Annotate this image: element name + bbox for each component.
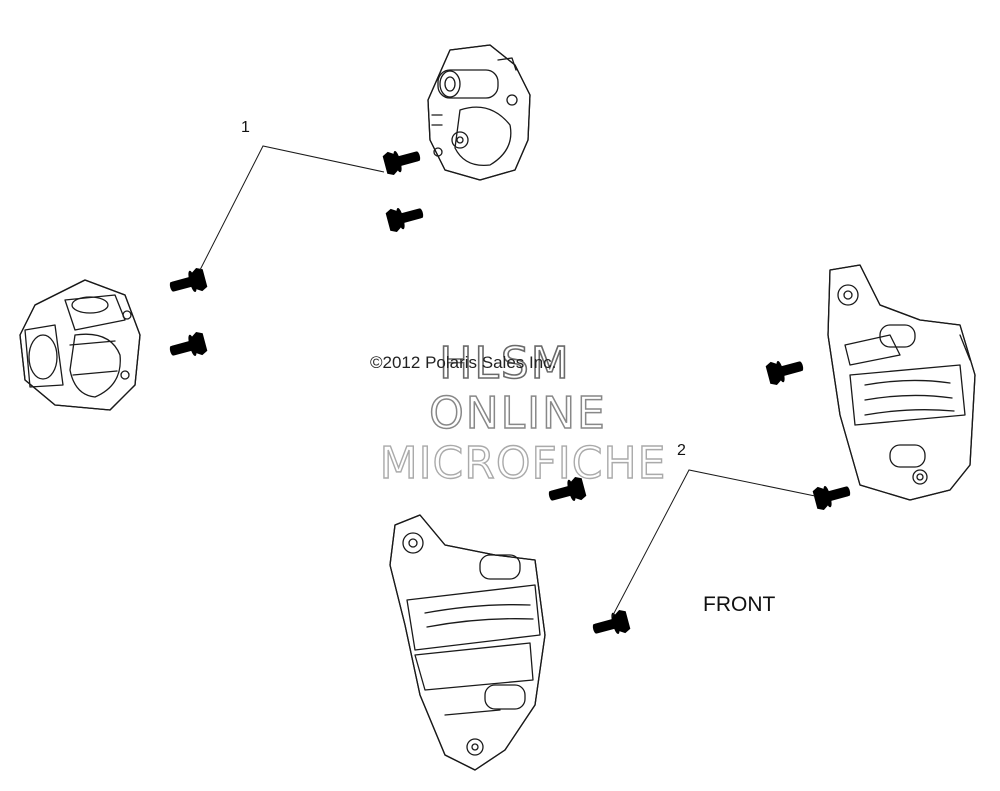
- brake-caliper-bottom: [389, 514, 546, 771]
- leader-line-1: [199, 145, 385, 271]
- callout-2: 2: [677, 442, 686, 459]
- brake-caliper-right: [827, 264, 976, 501]
- leader-line-2: [611, 469, 816, 618]
- callout-1: 1: [241, 119, 250, 136]
- flange-bolt: [590, 608, 632, 641]
- watermark-line-1: HLSM: [439, 338, 571, 389]
- flange-bolt: [811, 479, 853, 512]
- watermark-line-2: ONLINE: [429, 388, 607, 439]
- flange-bolt: [381, 144, 423, 177]
- copyright-notice: ©2012 Polaris Sales Inc.: [370, 353, 556, 372]
- front-label: FRONT: [703, 593, 775, 616]
- flange-bolt: [764, 354, 806, 387]
- brake-caliper-left: [19, 279, 141, 411]
- flange-bolt: [384, 201, 426, 234]
- brake-caliper-top: [427, 44, 531, 181]
- watermark-line-3: MICROFICHE: [380, 438, 667, 489]
- flange-bolt: [167, 266, 209, 299]
- flange-bolt: [167, 330, 209, 363]
